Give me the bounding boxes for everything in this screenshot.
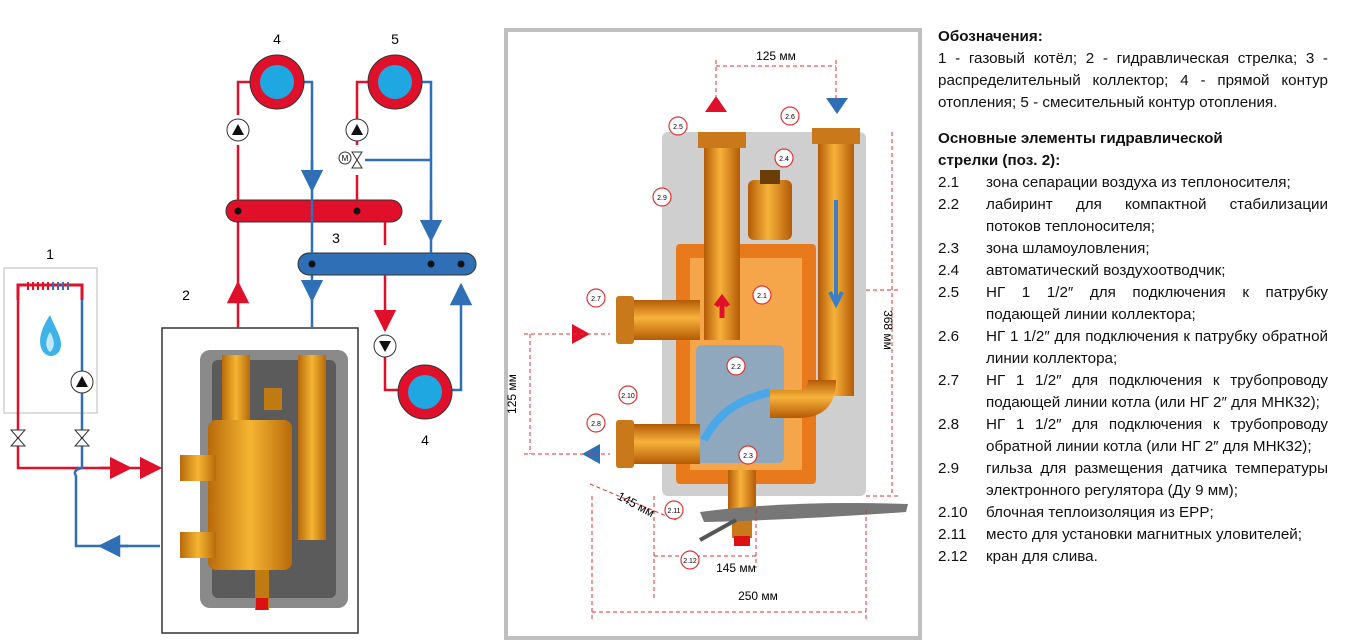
callout-label: 2.2: [731, 364, 741, 371]
dim-bottom-inner: 145 мм: [716, 561, 756, 575]
legend-item-number: 2.9: [938, 460, 960, 477]
legend-item: 2.8 НГ 1 1/2″ для подключения к трубопров…: [938, 414, 1328, 458]
callout-marker: [774, 148, 794, 168]
legend-item: 2.7 НГ 1 1/2″ для подключения к трубопров…: [938, 370, 1328, 414]
legend-item-number: 2.2: [938, 196, 960, 213]
callout-label: 2.9: [657, 195, 667, 202]
legend-intro: 1 - газовый котёл; 2 - гидравлическая ст…: [938, 50, 1328, 111]
legend-item-number: 2.5: [938, 284, 960, 301]
legend-item: 2.6 НГ 1 1/2″ для подключения к патрубку …: [938, 326, 1328, 370]
legend-item: 2.4 автоматический воздухоотводчик;: [938, 260, 1328, 282]
callout-marker: [780, 106, 800, 126]
legend-item-text: НГ 1 1/2″ для подключения к трубопроводу…: [986, 372, 1328, 411]
legend-item-number: 2.4: [938, 262, 960, 279]
valve-icon: [9, 429, 27, 447]
label-mixing-circuit: 5: [391, 31, 399, 47]
legend: Обозначения: 1 - газовый котёл; 2 - гидр…: [938, 26, 1328, 568]
callout-marker: [586, 288, 606, 308]
legend-item-text: НГ 1 1/2″ для подключения к патрубку под…: [986, 284, 1328, 323]
legend-item-text: место для установки магнитных уловителей…: [986, 526, 1302, 543]
legend-item-text: автоматический воздухоотводчик;: [986, 262, 1226, 279]
legend-item: 2.3 зона шламоуловления;: [938, 238, 1328, 260]
callout-marker: [664, 500, 684, 520]
label-direct-circuit-2: 4: [421, 432, 429, 448]
elements-title-2: стрелки (поз. 2):: [938, 152, 1061, 169]
pump-icon: [70, 370, 94, 394]
legend-item-text: зона шламоуловления;: [986, 240, 1150, 257]
svg-text:M: M: [342, 154, 349, 163]
callout-label: 2.8: [591, 421, 601, 428]
legend-item-text: НГ 1 1/2″ для подключения к трубопроводу…: [986, 416, 1328, 455]
dim-right: 368 мм: [881, 310, 895, 350]
supply-arrow-icon: [705, 96, 727, 112]
valve-icon: [73, 429, 91, 447]
callout-label: 2.6: [785, 114, 795, 121]
legend-item-text: НГ 1 1/2″ для подключения к патрубку обр…: [986, 328, 1328, 367]
callout-marker: [738, 445, 758, 465]
legend-item-text: лабиринт для компактной стабилизации пот…: [986, 196, 1328, 235]
legend-item-number: 2.12: [938, 548, 968, 565]
legend-heading: Обозначения:: [938, 28, 1043, 45]
pump-icon: [345, 118, 369, 142]
dim-left: 125 мм: [505, 374, 519, 414]
legend-item-text: гильза для размещения датчика температур…: [986, 460, 1328, 499]
callout-marker: [752, 285, 772, 305]
legend-item-number: 2.10: [938, 504, 968, 521]
legend-item-text: зона сепарации воздуха из теплоносителя;: [986, 174, 1291, 191]
callout-marker: [726, 356, 746, 376]
callout-label: 2.10: [621, 393, 635, 400]
legend-item: 2.1 зона сепарации воздуха из теплоносите…: [938, 172, 1328, 194]
callout-group: 2.1 2.2 2.3 2.4 2.5 2.6 2.7 2.8 2.9 2.10 2.11 2.12: [586, 106, 800, 570]
heating-circuit-direct-2: [397, 364, 453, 420]
heating-circuit-mixing: [367, 54, 423, 110]
legend-item: 2.10 блочная теплоизоляция из EPP;: [938, 502, 1328, 524]
pump-icon: [373, 334, 397, 358]
hydraulic-arrow-illustration: 125 мм 125 мм 368 мм 145 мм 145 мм 250 м…: [504, 28, 922, 640]
legend-item: 2.2 лабиринт для компактной стабилизации …: [938, 194, 1328, 238]
callout-label: 2.5: [673, 124, 683, 131]
legend-item-number: 2.8: [938, 416, 960, 433]
label-direct-circuit: 4: [273, 31, 281, 47]
dim-top: 125 мм: [756, 49, 796, 63]
callout-label: 2.3: [743, 453, 753, 460]
callout-label: 2.7: [591, 296, 601, 303]
elements-list: 2.1 зона сепарации воздуха из теплоносите…: [938, 172, 1328, 568]
dim-bottom-outer: 250 мм: [738, 589, 778, 603]
legend-item-number: 2.6: [938, 328, 960, 345]
pump-icon: [226, 118, 250, 142]
callout-label: 2.1: [757, 293, 767, 300]
legend-item: 2.12 кран для слива.: [938, 546, 1328, 568]
legend-item-text: блочная теплоизоляция из EPP;: [986, 504, 1214, 521]
legend-item-number: 2.11: [938, 526, 967, 543]
legend-item-number: 2.7: [938, 372, 960, 389]
elements-title: Основные элементы гидравлической: [938, 130, 1223, 147]
label-collector: 3: [332, 230, 340, 246]
label-hydro-arrow: 2: [182, 287, 190, 303]
callout-marker: [680, 550, 700, 570]
legend-item-number: 2.1: [938, 174, 960, 191]
heating-circuit-direct: [249, 54, 305, 110]
callout-label: 2.4: [779, 156, 789, 163]
label-boiler: 1: [46, 246, 54, 262]
mixing-valve-icon: M: [338, 151, 363, 169]
callout-marker: [668, 116, 688, 136]
legend-item: 2.11 место для установки магнитных уловит…: [938, 524, 1328, 546]
return-arrow-icon: [826, 98, 848, 114]
legend-item: 2.5 НГ 1 1/2″ для подключения к патрубку …: [938, 282, 1328, 326]
legend-item-text: кран для слива.: [986, 548, 1098, 565]
callout-marker: [652, 187, 672, 207]
system-schematic: 1 2 3 4 M 5: [3, 31, 477, 634]
callout-marker: [586, 413, 606, 433]
distribution-collector: [225, 199, 477, 276]
callout-label: 2.11: [667, 508, 680, 515]
legend-item: 2.9 гильза для размещения датчика темпера…: [938, 458, 1328, 502]
callout-marker: [618, 385, 638, 405]
callout-label: 2.12: [683, 558, 697, 565]
legend-item-number: 2.3: [938, 240, 960, 257]
